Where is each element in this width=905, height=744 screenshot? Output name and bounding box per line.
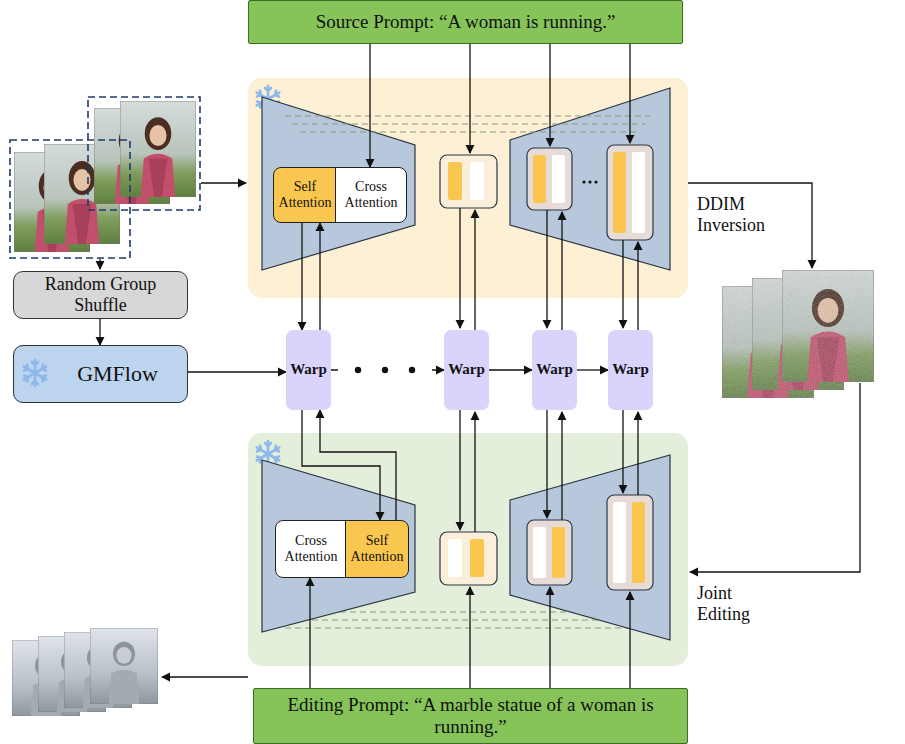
warp-box: Warp	[608, 330, 653, 410]
stage-label: DDIM Inversion	[697, 194, 765, 235]
panel-ground	[248, 78, 688, 298]
connector	[309, 578, 310, 688]
node-label: Warp	[448, 361, 485, 378]
panel-ground	[248, 433, 688, 666]
node-label: Editing Prompt: “A marble statue of a wo…	[271, 694, 671, 738]
node-label: Cross Attention	[278, 533, 344, 565]
node-label: GMFlow	[77, 361, 158, 386]
connector	[369, 44, 370, 167]
output-frames	[12, 628, 158, 716]
connector	[188, 371, 286, 372]
connector	[319, 223, 320, 330]
connector	[301, 223, 302, 330]
node-label: Random Group Shuffle	[36, 274, 166, 315]
node-label: Self Attention	[348, 533, 406, 565]
noisy-frames	[722, 270, 874, 398]
connector	[320, 410, 396, 520]
node-label: Warp	[290, 361, 327, 378]
node-label: Warp	[536, 361, 573, 378]
warp-box: Warp	[532, 330, 577, 410]
attention-block: Cross Attention	[335, 167, 407, 223]
warp-box: Warp	[444, 330, 489, 410]
shuffle-box: Random Group Shuffle	[13, 271, 188, 319]
unet-bottom	[262, 455, 670, 640]
unet-top	[262, 88, 670, 270]
connector	[577, 369, 608, 370]
warp-box: Warp	[286, 330, 331, 410]
node-label: Warp	[612, 361, 649, 378]
connector	[489, 369, 532, 370]
stage-label: Joint Editing	[697, 583, 750, 624]
connector	[99, 319, 100, 346]
flow-box: GMFlow	[13, 345, 188, 403]
node-label: Cross Attention	[338, 179, 404, 211]
node-label: Self Attention	[276, 179, 334, 211]
input-frames	[10, 97, 200, 258]
prompt-box: Source Prompt: “A woman is running.”	[248, 0, 683, 44]
connector	[302, 410, 380, 520]
flow-ground	[13, 345, 188, 403]
stage-panel: DDIM InversionSelf AttentionCross Attent…	[248, 78, 688, 298]
attention-block: Cross Attention	[275, 520, 347, 578]
attention-block: Self Attention	[345, 520, 409, 578]
flow-arrows	[100, 44, 860, 688]
prompt-box: Editing Prompt: “A marble statue of a wo…	[253, 688, 688, 744]
stage-panel: Joint EditingCross AttentionSelf Attenti…	[248, 433, 688, 666]
node-label: Source Prompt: “A woman is running.”	[316, 11, 616, 33]
attention-block: Self Attention	[273, 167, 337, 223]
frozen-icon	[24, 360, 47, 386]
